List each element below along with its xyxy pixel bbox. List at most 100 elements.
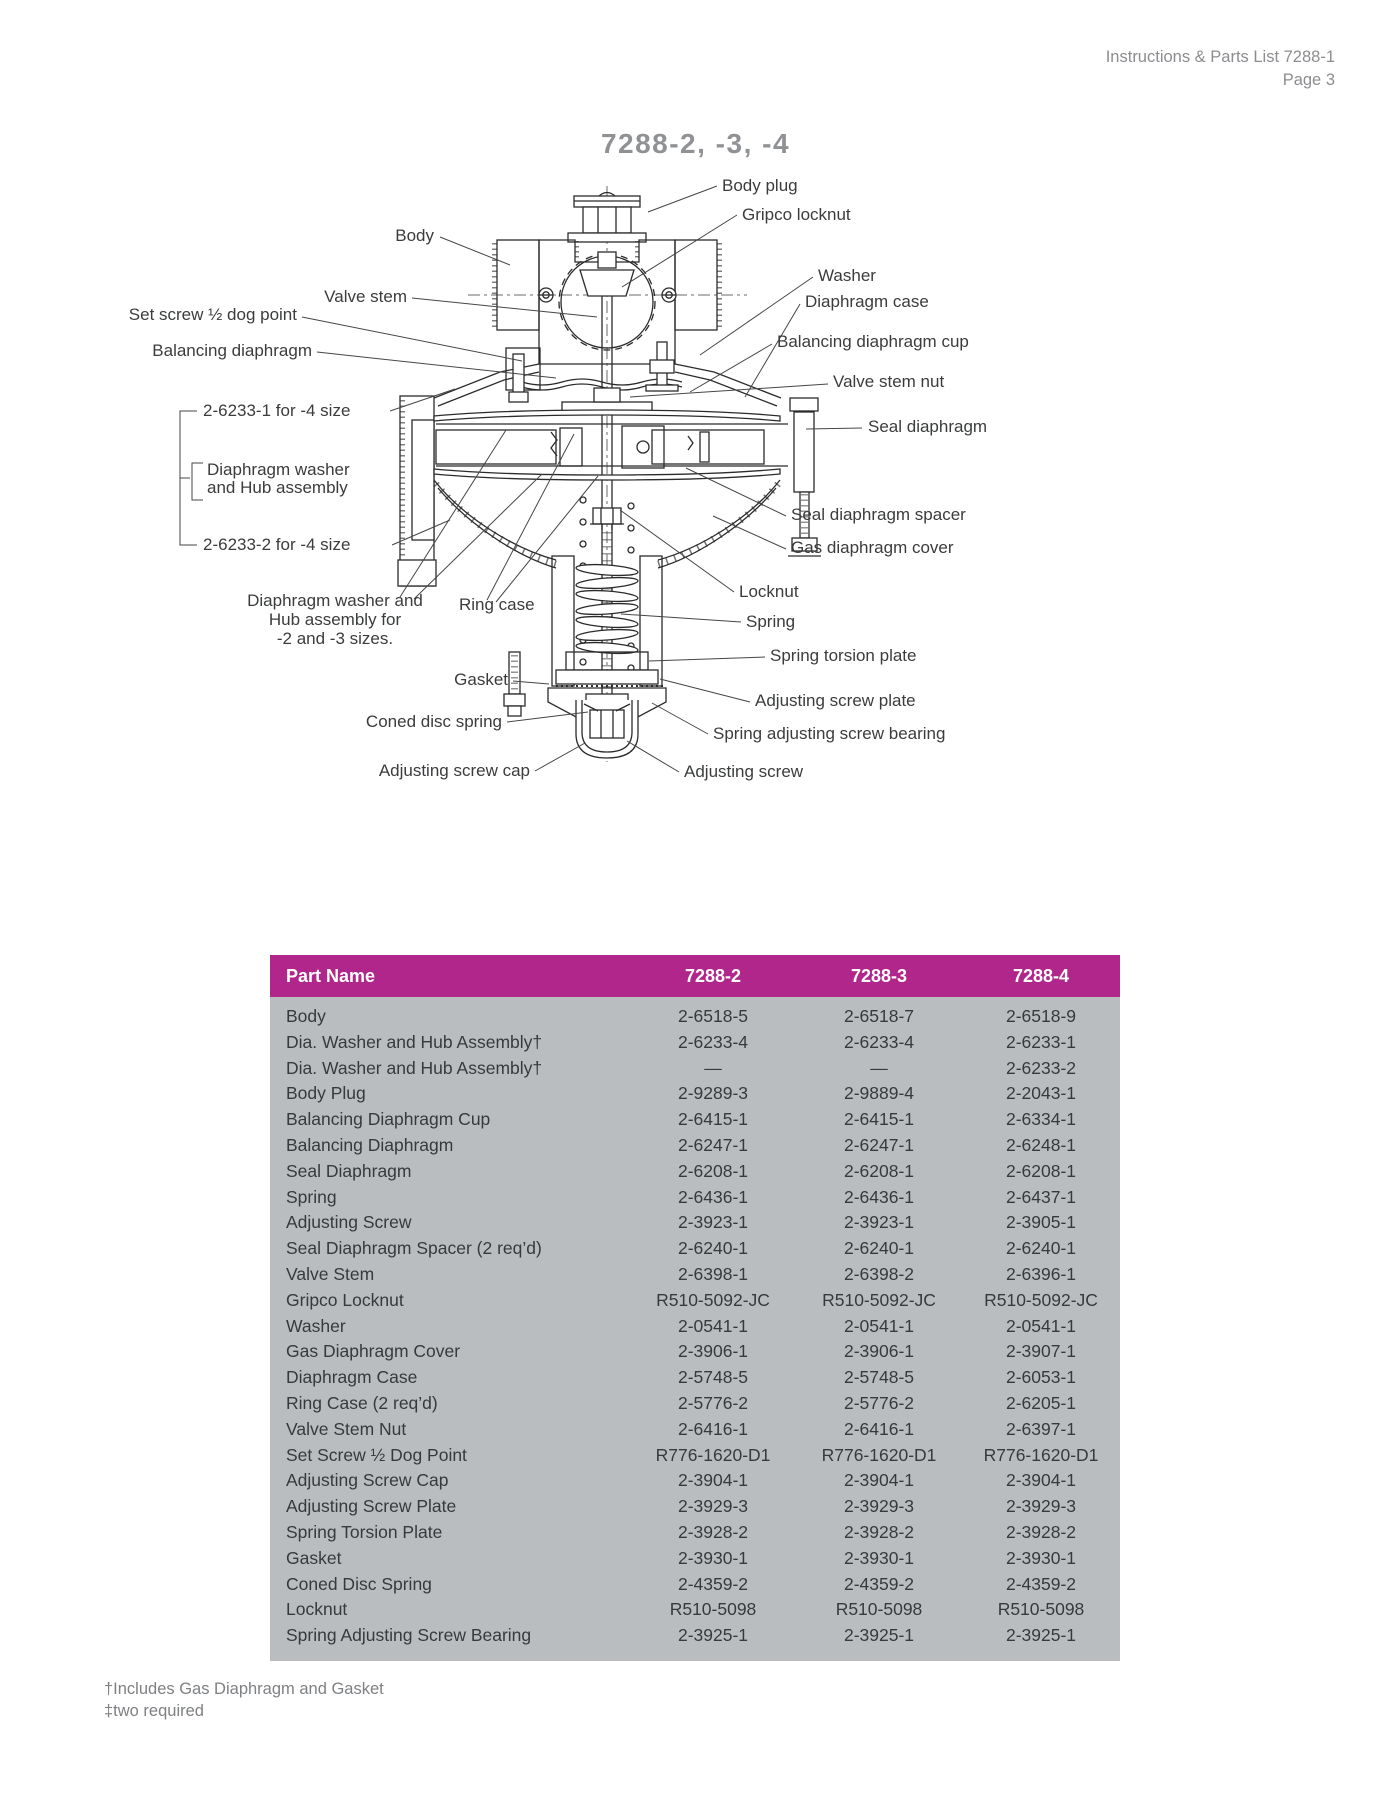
column-header-part-name: Part Name [286, 965, 376, 986]
label-dia-washer-23-1: Diaphragm washer and [247, 591, 423, 610]
document-header: Instructions & Parts List 7288-1 Page 3 [1106, 46, 1335, 92]
label-diaphragm-case: Diaphragm case [805, 292, 929, 311]
label-body: Body [395, 226, 434, 245]
label-locknut: Locknut [739, 582, 799, 601]
part-number-cell: 2-6248-1 [1005, 1134, 1077, 1155]
part-number-cell: 2-3925-1 [1005, 1625, 1077, 1646]
table-row: Spring Adjusting Screw Bearing 2-3925-1 2-… [270, 1623, 1120, 1649]
part-number-cell: 2-6205-1 [1005, 1392, 1077, 1413]
part-name-cell: Valve Stem Nut [286, 1418, 407, 1439]
label-adjusting-screw-cap: Adjusting screw cap [379, 761, 530, 780]
valve-cross-section-diagram: Body plug Gripco locknut Body Washer Val… [129, 176, 987, 781]
part-number-cell: 2-3905-1 [1005, 1212, 1077, 1233]
part-number-cell: 2-6240-1 [1005, 1238, 1077, 1259]
part-number-cell: 2-5776-2 [677, 1392, 749, 1413]
part-name-cell: Seal Diaphragm [286, 1160, 412, 1181]
diagram-labels: Body plug Gripco locknut Body Washer Val… [129, 176, 987, 781]
part-name-cell: Balancing Diaphragm [286, 1134, 454, 1155]
part-number-cell: 2-6415-1 [677, 1109, 749, 1130]
column-header-7288-3: 7288-3 [850, 965, 908, 986]
label-adjusting-screw-plate: Adjusting screw plate [755, 691, 916, 710]
document-title: Instructions & Parts List 7288-1 [1105, 48, 1335, 66]
part-name-cell: Ring Case (2 req’d) [286, 1392, 438, 1413]
label-gasket: Gasket [454, 670, 508, 689]
part-number-cell: 2-4359-2 [1005, 1573, 1077, 1594]
table-row: Ring Case (2 req’d) 2-5776-2 2-5776-2 2-620… [270, 1391, 1120, 1417]
part-number-cell: 2-3904-1 [1005, 1470, 1077, 1491]
part-name-cell: Gas Diaphragm Cover [286, 1341, 461, 1362]
label-dia-washer-23-3: -2 and -3 sizes. [277, 629, 393, 648]
part-number-cell: 2-0541-1 [1005, 1315, 1077, 1336]
label-washer: Washer [818, 266, 876, 285]
part-name-cell: Spring [286, 1186, 337, 1207]
label-spring: Spring [746, 612, 795, 631]
part-number-cell: 2-9889-4 [843, 1083, 915, 1104]
part-number-cell: 2-3928-2 [843, 1521, 915, 1542]
label-dia-washer-hub-1: Diaphragm washer [207, 460, 350, 479]
part-number-cell: 2-3923-1 [843, 1212, 915, 1233]
part-number-cell: 2-6436-1 [677, 1186, 749, 1207]
label-dia-washer-23-2: Hub assembly for [269, 610, 402, 629]
part-number-cell: R776-1620-D1 [983, 1444, 1099, 1465]
part-name-cell: Diaphragm Case [286, 1367, 418, 1388]
label-body-plug: Body plug [722, 176, 798, 195]
part-number-cell: 2-3930-1 [1005, 1547, 1077, 1568]
part-number-cell: 2-6397-1 [1005, 1418, 1077, 1439]
part-number-cell: 2-3904-1 [843, 1470, 915, 1491]
part-name-cell: Valve Stem [286, 1263, 375, 1284]
part-number-cell: 2-6334-1 [1005, 1109, 1077, 1130]
part-number-cell: 2-0541-1 [843, 1315, 915, 1336]
label-spring-adj-screw-bearing: Spring adjusting screw bearing [713, 724, 945, 743]
part-name-cell: Gasket [286, 1547, 342, 1568]
part-name-cell: Body [286, 1006, 326, 1026]
part-name-cell: Coned Disc Spring [286, 1573, 432, 1594]
part-number-cell: 2-2043-1 [1005, 1083, 1077, 1104]
footnote-double-dagger: ‡two required [104, 1702, 204, 1720]
part-number-cell: 2-3930-1 [843, 1547, 915, 1568]
part-number-cell: 2-5776-2 [843, 1392, 915, 1413]
label-balancing-diaphragm: Balancing diaphragm [152, 341, 312, 360]
label-set-screw: Set screw ½ dog point [129, 305, 297, 324]
part-number-cell: R510-5092-JC [822, 1289, 936, 1310]
part-name-cell: Seal Diaphragm Spacer (2 req’d) [286, 1238, 542, 1259]
part-number-cell: 2-3929-3 [677, 1496, 749, 1517]
part-number-cell: 2-4359-2 [677, 1573, 749, 1594]
part-number-cell: 2-5748-5 [843, 1367, 915, 1388]
part-number-cell: 2-6518-7 [843, 1006, 915, 1026]
label-balancing-diaphragm-cup: Balancing diaphragm cup [777, 332, 969, 351]
part-number-cell: 2-6247-1 [677, 1134, 749, 1155]
part-number-cell: R510-5098 [997, 1599, 1085, 1620]
part-name-cell: Washer [286, 1315, 346, 1336]
part-number-cell: R776-1620-D1 [655, 1444, 771, 1465]
part-number-cell: 2-5748-5 [677, 1367, 749, 1388]
part-number-cell: 2-3923-1 [677, 1212, 749, 1233]
part-number-cell: 2-6437-1 [1005, 1186, 1077, 1207]
label-gripco-locknut: Gripco locknut [742, 205, 851, 224]
label-coned-disc-spring: Coned disc spring [366, 712, 502, 731]
part-number-cell: 2-6436-1 [843, 1186, 915, 1207]
part-number-cell: 2-6416-1 [677, 1418, 749, 1439]
label-gas-diaphragm-cover: Gas diaphragm cover [791, 538, 954, 557]
page-number: Page 3 [1282, 71, 1335, 89]
valve-drawing [397, 186, 821, 762]
part-number-cell: 2-3925-1 [843, 1625, 915, 1646]
table-row: Coned Disc Spring 2-4359-2 2-4359-2 2-4359-… [270, 1572, 1120, 1598]
part-name-cell: Spring Adjusting Screw Bearing [286, 1625, 532, 1646]
part-number-cell: 2-4359-2 [843, 1573, 915, 1594]
part-number-cell: 2-6518-5 [677, 1006, 749, 1026]
